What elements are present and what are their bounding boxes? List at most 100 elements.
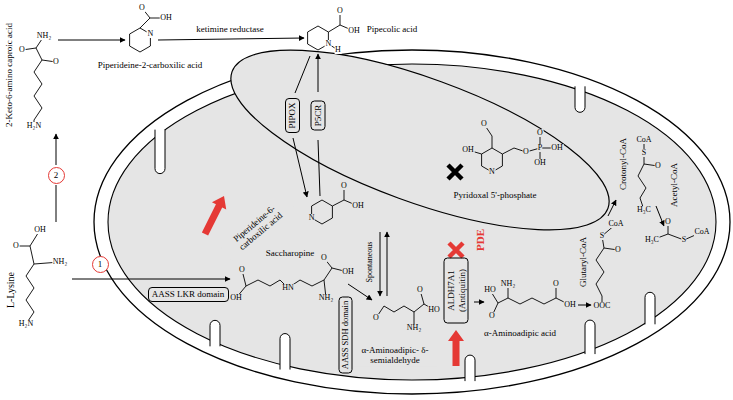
reaction-arrow	[387, 232, 388, 296]
compound-label: Pipecolic acid	[366, 25, 419, 35]
atom-label: NH₂	[500, 280, 515, 288]
enzyme-box: AASS LKR domain	[148, 287, 229, 302]
reaction-arrow	[380, 232, 381, 296]
deficiency-cross	[449, 243, 463, 257]
atom-label: S	[681, 236, 686, 244]
compound-label: Saccharopine	[265, 249, 315, 259]
compound-label: L-Lysine	[5, 271, 16, 309]
reaction-arrow	[318, 140, 320, 196]
crista	[280, 334, 290, 370]
reaction-arrow	[56, 134, 57, 165]
atom-label: H	[335, 46, 342, 54]
enzyme-box: P5CR	[311, 100, 326, 130]
atom-label: HN	[282, 284, 295, 292]
compound-label: Glutaryl-CoA	[579, 236, 589, 288]
atom-label: OH	[342, 268, 355, 276]
atom-label: OH	[462, 146, 475, 154]
atom-label: NH₂	[318, 294, 333, 302]
compound-label: ketimine reductase	[195, 25, 265, 35]
atom-label: O	[373, 314, 380, 322]
increase-arrow	[202, 196, 226, 236]
peroxisome	[211, 13, 629, 266]
atom-label: OH	[564, 301, 577, 309]
enzyme-box: ALDH7A1 (Antiquitin)	[444, 257, 469, 323]
atom-label: N	[308, 214, 315, 222]
atom-label: O	[19, 46, 26, 54]
atom-label: S	[641, 149, 646, 157]
callout-number: 1	[98, 259, 103, 269]
atom-label: OH	[160, 14, 173, 22]
compound-label: Spontaneous	[366, 241, 375, 284]
atom-label: CoA	[608, 220, 624, 228]
reaction-arrow	[608, 200, 616, 216]
bond	[502, 133, 540, 154]
compound-label: Crotonyl-CoA	[619, 137, 629, 191]
atom-label: NH₂	[52, 258, 67, 266]
atom-label: HO	[428, 306, 441, 314]
atom-label: H₃C	[637, 206, 652, 214]
enzyme-box: AASS SDH domain	[338, 297, 352, 374]
compound-label: PDE	[474, 228, 486, 252]
atom-label: O	[481, 120, 488, 128]
compound-label: α-Aminoadipic- δ-semialdehyde	[353, 346, 437, 366]
crista	[155, 130, 165, 174]
atom-label: OOC	[593, 302, 611, 310]
reaction-arrow	[58, 40, 125, 41]
bond	[596, 248, 618, 306]
atom-label: O	[341, 182, 348, 190]
callout-number: 2	[54, 170, 59, 180]
atom-label: OH	[34, 226, 47, 234]
crista	[645, 292, 655, 324]
reaction-arrow	[72, 279, 230, 280]
atom-label: H₂N	[18, 320, 33, 328]
atom-label: OH	[534, 159, 547, 167]
atom-label: O	[489, 312, 496, 320]
compound-label: Piperideine-2-carboxilic acid	[97, 61, 204, 71]
atom-label: O	[615, 246, 622, 254]
atom-label: CoA	[636, 136, 652, 144]
atom-label: N	[325, 40, 332, 48]
enzyme-name: PIPOX	[287, 102, 297, 128]
bond	[638, 164, 646, 210]
atom-label: NH₂	[406, 324, 421, 332]
atom-label: H₂N	[26, 122, 41, 130]
reaction-arrow	[158, 38, 304, 40]
atom-label: NH₂	[36, 32, 51, 40]
reaction-arrow	[293, 138, 307, 197]
atom-label: HO	[484, 286, 497, 294]
enzyme-name: AASS SDH domain	[340, 301, 350, 369]
atom-label: N	[147, 30, 154, 38]
atom-label: O	[553, 280, 560, 288]
block-cross	[448, 165, 462, 179]
atom-label: O	[321, 254, 328, 262]
crista	[575, 86, 585, 112]
atom-label: O	[665, 218, 672, 226]
atom-label: O	[523, 148, 530, 156]
compound-label: Acetyl-CoA	[670, 162, 680, 208]
atom-label: OH	[551, 144, 564, 152]
enzyme-name: AASS LKR domain	[152, 289, 225, 299]
step-number-circle: 2	[48, 167, 65, 184]
atom-label: N	[489, 168, 496, 176]
atom-label: O	[337, 7, 344, 15]
atom-label: S	[599, 232, 604, 240]
bond	[246, 280, 326, 298]
atom-label: O	[13, 242, 20, 250]
atom-label: O	[417, 286, 424, 294]
enzyme-name: ALDH7A1 (Antiquitin)	[446, 261, 467, 319]
atom-label: H₃C	[645, 236, 660, 244]
step-number-circle: 1	[92, 256, 109, 273]
reaction-arrow	[656, 206, 664, 226]
crista	[585, 320, 595, 354]
reaction-arrow	[56, 185, 57, 222]
atom-label: O	[537, 129, 544, 137]
atom-label: OH	[352, 202, 365, 210]
atom-label: O	[53, 58, 60, 66]
pathway-arrows	[56, 38, 664, 305]
crista	[210, 320, 220, 346]
compound-label: α-Aminoadipic acid	[483, 329, 557, 339]
atom-label: OH	[230, 294, 243, 302]
bond	[26, 262, 60, 324]
enzyme-name: P5CR	[313, 104, 323, 126]
